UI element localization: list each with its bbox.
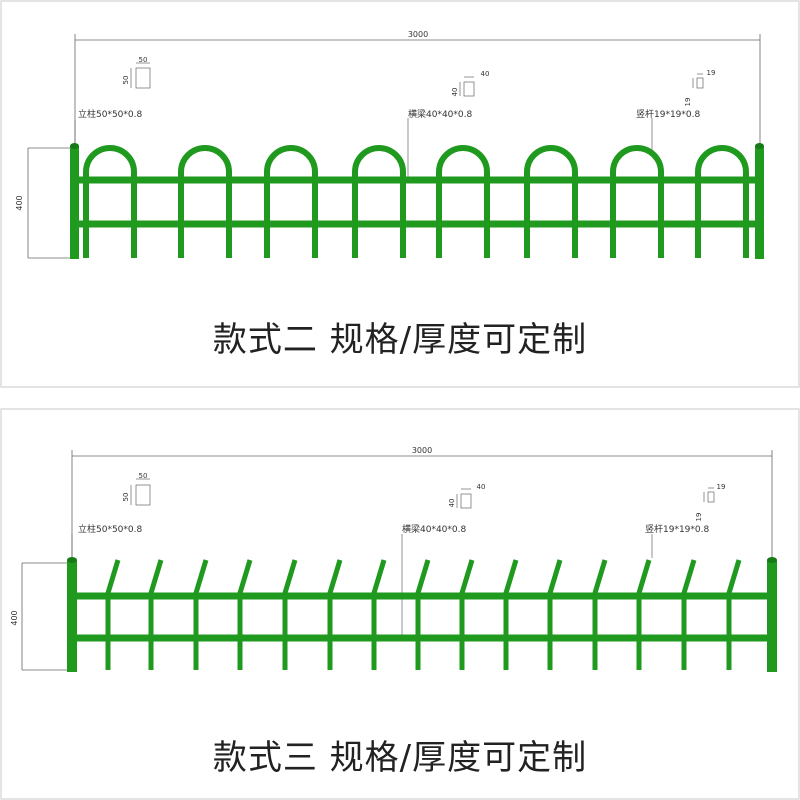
style2-beam-width: 40 <box>481 70 490 78</box>
style2-fence <box>78 145 757 258</box>
style3-fence <box>76 559 770 670</box>
style3-beams <box>76 592 770 642</box>
style3-picket <box>636 559 652 670</box>
style3-frame <box>0 408 800 800</box>
style3-picket <box>459 559 475 670</box>
style2-arch-picket <box>352 145 406 258</box>
style3-right-post <box>767 560 777 672</box>
style2-right-post <box>755 146 764 259</box>
style3-drawing: 3000 400 50 50 立柱50*50*0.8 40 40 横梁40*40… <box>0 408 800 800</box>
style3-beam-label: 横梁40*40*0.8 <box>402 523 466 535</box>
style3-picket-label: 竖杆19*19*0.8 <box>645 523 709 535</box>
style3-picket <box>503 559 519 670</box>
style3-width-dimension <box>71 450 773 558</box>
style3-picket <box>237 559 253 670</box>
style2-picket-width: 19 <box>707 69 716 77</box>
style3-beam-callout <box>401 488 472 638</box>
style2-picket-label: 竖杆19*19*0.8 <box>636 108 700 120</box>
style3-caption: 款式三 规格/厚度可定制 <box>212 738 588 778</box>
style2-arch-picket <box>83 145 137 258</box>
style3-pickets <box>105 559 742 670</box>
style2-arch-picket <box>264 145 318 258</box>
style3-right-post-cap <box>767 557 777 563</box>
style2-beam-callout <box>407 76 475 180</box>
style3-post-height: 50 <box>122 493 130 502</box>
style3-post-callout <box>71 478 151 560</box>
style2-arch-picket <box>524 145 578 258</box>
style2-beams <box>78 176 757 228</box>
style2-caption: 款式二 规格/厚度可定制 <box>212 320 588 360</box>
style2-picket-callout <box>651 73 704 150</box>
style3-picket <box>105 559 121 670</box>
style3-panel: 3000 400 50 50 立柱50*50*0.8 40 40 横梁40*40… <box>0 408 800 800</box>
style2-arches <box>83 145 749 258</box>
style3-picket-callout <box>651 487 715 558</box>
style2-beam-label: 横梁40*40*0.8 <box>408 108 472 120</box>
style2-left-post <box>70 146 79 259</box>
style2-picket-height: 19 <box>684 98 692 107</box>
style3-height-dimension <box>21 562 72 671</box>
style3-picket <box>148 559 164 670</box>
style3-picket <box>282 559 298 670</box>
style3-height-label: 400 <box>10 610 19 625</box>
style2-arch-picket <box>695 145 749 258</box>
style3-picket-width: 19 <box>717 483 726 491</box>
style3-picket <box>415 559 431 670</box>
style3-beam-width: 40 <box>477 483 486 491</box>
style2-post-width: 50 <box>139 56 148 64</box>
style2-drawing: 3000 400 50 50 立柱50*50*0.8 40 40 横梁40*40… <box>0 0 800 388</box>
style3-picket <box>592 559 608 670</box>
style2-arch-picket <box>610 145 664 258</box>
style3-post-label: 立柱50*50*0.8 <box>78 523 142 535</box>
style2-post-height: 50 <box>122 76 130 85</box>
style2-arch-picket <box>178 145 232 258</box>
style3-beam-height: 40 <box>448 499 456 508</box>
style2-posts <box>70 143 764 259</box>
style3-width-label: 3000 <box>412 446 432 455</box>
style2-panel: 3000 400 50 50 立柱50*50*0.8 40 40 横梁40*40… <box>0 0 800 388</box>
style2-arch-picket <box>436 145 490 258</box>
style3-posts <box>67 557 777 672</box>
style3-picket <box>327 559 343 670</box>
style2-beam-height: 40 <box>451 88 459 97</box>
style2-height-label: 400 <box>15 195 24 210</box>
style2-post-callout <box>74 62 151 148</box>
style2-width-dimension <box>74 34 761 148</box>
style2-height-dimension <box>27 147 75 259</box>
style2-frame <box>0 0 800 388</box>
style3-post-width: 50 <box>139 472 148 480</box>
style3-left-post-cap <box>67 557 77 563</box>
style3-picket <box>371 559 387 670</box>
style3-picket-height: 19 <box>695 513 703 522</box>
style3-picket <box>193 559 209 670</box>
style2-left-post-cap <box>70 143 79 149</box>
style3-picket <box>726 559 742 670</box>
style2-right-post-cap <box>755 143 764 149</box>
style3-left-post <box>67 560 77 672</box>
style3-picket <box>681 559 697 670</box>
style2-post-label: 立柱50*50*0.8 <box>78 108 142 120</box>
style3-picket <box>547 559 563 670</box>
style2-width-label: 3000 <box>408 30 428 39</box>
